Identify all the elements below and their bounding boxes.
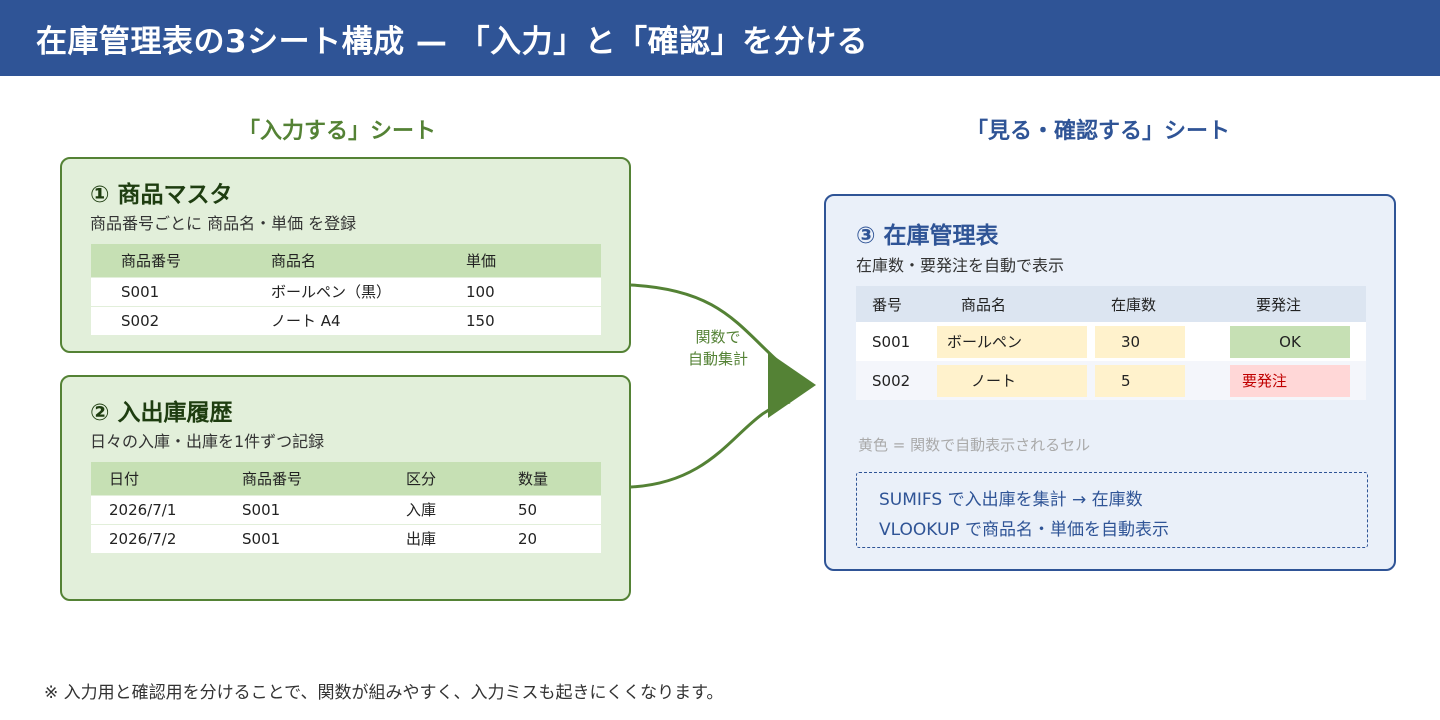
table-header-row: 商品番号 商品名 単価 [91, 244, 601, 277]
arrow-label: 関数で 自動集計 [676, 326, 760, 370]
inventory-table: 番号 商品名 在庫数 要発注 S001 ボールペン 30 OK S002 ノート… [856, 286, 1366, 400]
formula-note: SUMIFS で入出庫を集計 → 在庫数 [879, 490, 1143, 510]
arrow-head [768, 352, 816, 418]
product-master-card: ① 商品マスタ 商品番号ごとに 商品名・単価 を登録 商品番号 商品名 単価 S… [60, 157, 631, 353]
table-cell: ボールペン [937, 322, 1095, 361]
column-header: 商品名 [271, 244, 466, 277]
table-cell: S001 [856, 322, 937, 361]
table-cell: ノート A4 [271, 305, 466, 335]
formula-note: VLOOKUP で商品名・単価を自動表示 [879, 520, 1170, 540]
column-header: 商品番号 [242, 462, 406, 495]
table-cell: 要発注 [1230, 361, 1366, 400]
column-header: 在庫数 [1095, 286, 1230, 322]
table-cell: 30 [1095, 322, 1230, 361]
table-row: S002 ノート A4 150 [91, 305, 601, 335]
status-badge: 要発注 [1230, 364, 1350, 397]
column-header: 要発注 [1230, 286, 1366, 322]
input-sheets-heading: 「入力する」シート [238, 119, 437, 144]
table-cell: S002 [856, 361, 937, 400]
page-title: 在庫管理表の3シート構成 — 「入力」と「確認」を分ける [36, 24, 869, 60]
table-cell: S001 [242, 494, 406, 524]
footer-note: ※ 入力用と確認用を分けることで、関数が組みやすく、入力ミスも起きにくくなります… [44, 683, 724, 703]
table-cell: ノート [937, 361, 1095, 400]
table-cell: S001 [91, 276, 271, 306]
arrow-label-line: 関数で [695, 328, 741, 346]
status-badge: OK [1230, 325, 1350, 358]
table-cell: 20 [518, 523, 601, 553]
table-cell: 出庫 [406, 523, 518, 553]
stock-history-subtitle: 日々の入庫・出庫を1件ずつ記録 [90, 432, 325, 451]
table-cell: S001 [242, 523, 406, 553]
table-cell: ボールペン（黒） [271, 276, 466, 306]
inventory-card: ③ 在庫管理表 在庫数・要発注を自動で表示 番号 商品名 在庫数 要発注 S00… [824, 194, 1396, 571]
column-header: 単価 [466, 244, 601, 277]
table-cell: 2026/7/1 [91, 494, 242, 524]
table-cell: S002 [91, 305, 271, 335]
table-cell: 2026/7/2 [91, 523, 242, 553]
auto-cell: 5 [1095, 364, 1185, 397]
inventory-subtitle: 在庫数・要発注を自動で表示 [856, 256, 1065, 275]
product-master-subtitle: 商品番号ごとに 商品名・単価 を登録 [90, 214, 357, 233]
inventory-title: ③ 在庫管理表 [856, 223, 999, 249]
stock-history-title: ② 入出庫履歴 [90, 400, 233, 426]
table-row: S002 ノート 5 要発注 [856, 361, 1366, 400]
table-header-row: 日付 商品番号 区分 数量 [91, 462, 601, 495]
stock-history-table: 日付 商品番号 区分 数量 2026/7/1 S001 入庫 50 2026/7… [91, 462, 601, 553]
auto-cell: ノート [937, 364, 1087, 397]
arrow-label-line: 自動集計 [687, 350, 748, 368]
auto-cell: ボールペン [937, 325, 1087, 358]
table-row: 2026/7/1 S001 入庫 50 [91, 494, 601, 524]
table-header-row: 番号 商品名 在庫数 要発注 [856, 286, 1366, 322]
column-header: 日付 [91, 462, 242, 495]
table-cell: 50 [518, 494, 601, 524]
table-cell: 入庫 [406, 494, 518, 524]
table-cell: 100 [466, 276, 601, 306]
table-row: S001 ボールペン（黒） 100 [91, 276, 601, 306]
table-cell: 150 [466, 305, 601, 335]
view-sheets-heading: 「見る・確認する」シート [966, 119, 1231, 144]
table-cell: 5 [1095, 361, 1230, 400]
table-row: 2026/7/2 S001 出庫 20 [91, 523, 601, 553]
column-header: 番号 [856, 286, 937, 322]
arrow-from-history [630, 400, 791, 489]
auto-cell: 30 [1095, 325, 1185, 358]
title-bar: 在庫管理表の3シート構成 — 「入力」と「確認」を分ける [0, 0, 1440, 76]
stock-history-card: ② 入出庫履歴 日々の入庫・出庫を1件ずつ記録 日付 商品番号 区分 数量 20… [60, 375, 631, 601]
table-cell: OK [1230, 322, 1366, 361]
product-master-title: ① 商品マスタ [90, 182, 233, 208]
table-row: S001 ボールペン 30 OK [856, 322, 1366, 361]
column-header: 商品番号 [91, 244, 271, 277]
column-header: 区分 [406, 462, 518, 495]
column-header: 数量 [518, 462, 601, 495]
yellow-cell-legend: 黄色 = 関数で自動表示されるセル [858, 436, 1091, 454]
column-header: 商品名 [937, 286, 1095, 322]
formula-notes-box: SUMIFS で入出庫を集計 → 在庫数 VLOOKUP で商品名・単価を自動表… [856, 472, 1368, 548]
product-master-table: 商品番号 商品名 単価 S001 ボールペン（黒） 100 S002 ノート A… [91, 244, 601, 335]
